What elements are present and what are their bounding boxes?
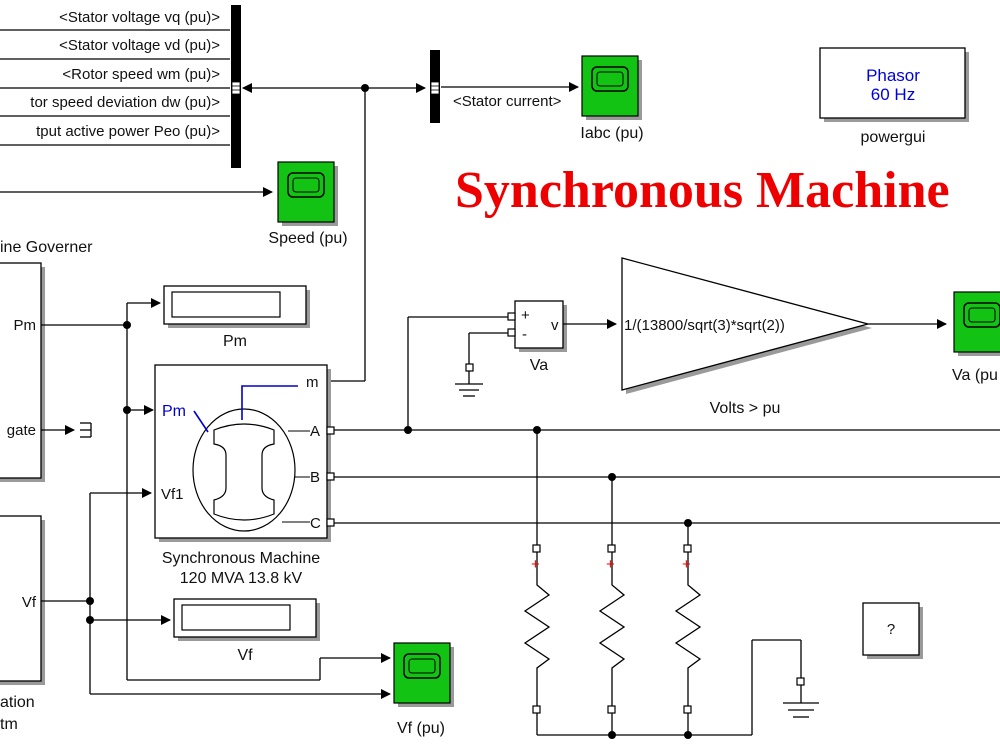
bus-signal-lines	[0, 29, 230, 146]
powergui-line1: Phasor	[866, 66, 920, 85]
bus-selector-block[interactable]	[231, 5, 241, 168]
scope-iabc-label: Iabc (pu)	[580, 125, 643, 142]
bus-signal-peo: tput active power Peo (pu)>	[36, 123, 220, 140]
three-phase-lines	[334, 426, 1000, 527]
resistive-load[interactable]	[523, 430, 802, 739]
powergui-line2: 60 Hz	[871, 85, 915, 104]
machine-name-line2: 120 MVA 13.8 kV	[180, 570, 303, 587]
gain-block[interactable]	[621, 257, 872, 394]
excitation-port-vf: Vf	[22, 594, 37, 611]
display-vf[interactable]	[173, 598, 320, 641]
machine-port-vf1: Vf1	[161, 486, 184, 503]
va-sensor-plus: +	[521, 307, 530, 324]
turbine-port-pm: Pm	[14, 317, 37, 334]
machine-port-b: B	[310, 469, 320, 486]
diagram-title: Synchronous Machine	[455, 162, 950, 219]
resistor-c-plus: +	[682, 556, 691, 573]
help-block[interactable]	[862, 602, 923, 659]
wire-pm	[41, 298, 161, 415]
gate-terminator	[41, 422, 92, 438]
scope-speed-label: Speed (pu)	[268, 230, 347, 247]
bus-signal-dw: tor speed deviation dw (pu)>	[30, 94, 220, 111]
display-pm[interactable]	[163, 285, 310, 328]
turbine-title: ine Governer	[0, 239, 93, 256]
va-sensor-out: v	[551, 317, 559, 334]
gain-expression: 1/(13800/sqrt(3)*sqrt(2))	[624, 317, 785, 334]
wire-va-measure	[407, 316, 508, 430]
display-pm-label: Pm	[223, 333, 247, 350]
bus-signal-vd: <Stator voltage vd (pu)>	[59, 37, 220, 54]
machine-port-a: A	[310, 423, 320, 440]
turbine-port-gate: gate	[7, 422, 36, 439]
excitation-name-line2: tm	[0, 716, 18, 733]
ground-load	[783, 677, 819, 718]
help-label: ?	[887, 621, 895, 638]
scope-vf[interactable]	[393, 642, 454, 707]
scope-va[interactable]	[953, 291, 1000, 356]
synchronous-machine-block[interactable]	[154, 364, 335, 542]
turbine-governor-block[interactable]	[0, 262, 45, 482]
wire-measurement-bus	[242, 83, 426, 382]
bus-signal-wm: <Rotor speed wm (pu)>	[62, 66, 220, 83]
scope-speed[interactable]	[277, 161, 338, 226]
scope-iabc[interactable]	[581, 55, 642, 120]
excitation-block[interactable]	[0, 515, 45, 685]
machine-port-pm: Pm	[162, 403, 186, 420]
machine-port-c: C	[310, 515, 321, 532]
scope-va-label: Va (pu	[952, 367, 998, 384]
resistor-b-plus: +	[606, 556, 615, 573]
excitation-name-line1: ation	[0, 694, 35, 711]
machine-port-m: m	[306, 374, 319, 391]
va-sensor-label: Va	[530, 357, 548, 374]
display-vf-label: Vf	[237, 647, 253, 664]
voltage-sensor-va[interactable]	[507, 300, 567, 352]
va-sensor-minus: -	[522, 326, 527, 343]
scope-vf-label: Vf (pu)	[397, 720, 445, 737]
ground-va	[455, 363, 483, 397]
resistor-a-plus: +	[531, 556, 540, 573]
gain-label: Volts > pu	[710, 400, 781, 417]
bus-signal-vq: <Stator voltage vq (pu)>	[59, 9, 220, 26]
machine-name-line1: Synchronous Machine	[162, 550, 320, 567]
stator-current-label: <Stator current>	[453, 93, 562, 110]
stator-current-selector[interactable]	[430, 50, 440, 123]
powergui-block[interactable]	[819, 47, 969, 122]
wire-vf	[41, 410, 391, 699]
powergui-label: powergui	[861, 129, 926, 146]
